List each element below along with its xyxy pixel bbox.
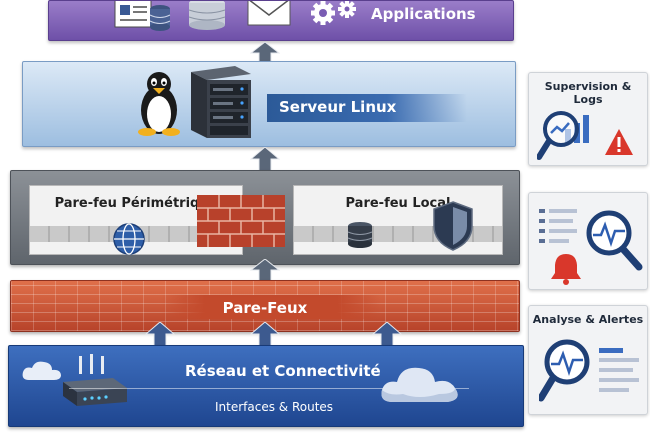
arrow-up-icon	[372, 322, 402, 348]
database-icon	[149, 5, 171, 31]
bell-icon	[551, 254, 581, 285]
cloud-icon	[381, 367, 458, 402]
local-firewall-label: Pare-feu Local	[345, 196, 451, 211]
arrow-up-icon	[250, 322, 280, 348]
gear-icon	[311, 1, 356, 25]
magnifier-pulse-icon	[539, 339, 590, 402]
arrow-up-icon	[145, 322, 175, 348]
arrow-up-icon	[250, 259, 280, 281]
shield-icon	[433, 201, 473, 251]
database-icon	[347, 222, 373, 248]
list-icon	[539, 209, 577, 243]
magnifier-pulse-icon	[586, 210, 643, 271]
network-label: Réseau et Connectivité	[185, 362, 381, 380]
network-layer: Réseau et Connectivité Interfaces & Rout…	[8, 345, 524, 427]
monitoring-panel: Supervision & Logs	[528, 72, 648, 166]
list-icon	[599, 348, 639, 392]
alerts-panel	[528, 192, 648, 290]
router-icon	[63, 354, 127, 406]
server-label: Serveur Linux	[279, 98, 397, 116]
server-label-band	[267, 94, 467, 122]
brick-wall-icon	[197, 195, 285, 247]
server-stack-icon	[188, 1, 226, 30]
envelope-icon	[247, 1, 291, 26]
pare-feux-band	[161, 295, 381, 319]
local-firewall-box: Pare-feu Local	[293, 185, 503, 255]
warning-icon	[605, 129, 633, 155]
pare-feux-label: Pare-Feux	[222, 299, 308, 317]
firewall-layer: Pare-feu Périmétrique Pare-feu Local	[10, 170, 520, 265]
server-layer: Serveur Linux	[22, 61, 516, 147]
monitoring-panel-title: Supervision & Logs	[544, 80, 632, 106]
analysis-panel-title: Analyse & Alertes	[532, 313, 644, 326]
cloud-icon	[22, 361, 62, 380]
globe-icon	[113, 223, 145, 255]
perimeter-firewall-label: Pare-feu Périmétrique	[54, 196, 218, 211]
rack-server-icon	[191, 66, 251, 138]
analysis-panel: Analyse & Alertes	[528, 305, 648, 415]
document-icon	[114, 1, 152, 28]
arrow-up-icon	[250, 147, 280, 171]
arrow-up-icon	[250, 42, 280, 62]
applications-layer: Applications	[48, 0, 514, 41]
network-sublabel: Interfaces & Routes	[215, 400, 334, 414]
magnifier-chart-icon	[537, 111, 589, 160]
network-divider	[69, 388, 469, 389]
applications-label: Applications	[371, 5, 476, 23]
penguin-icon	[138, 72, 180, 136]
